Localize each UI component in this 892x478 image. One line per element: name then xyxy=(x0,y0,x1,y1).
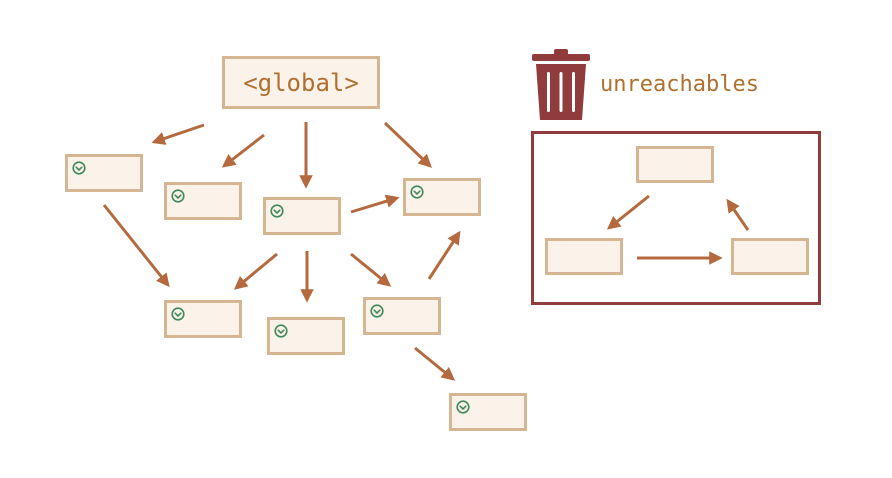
edge-arrow xyxy=(427,230,461,280)
reachable-node-7 xyxy=(363,297,441,335)
edge-arrow xyxy=(383,121,432,168)
reachable-node-5 xyxy=(164,300,242,338)
unreachable-node-3 xyxy=(731,238,809,275)
reachable-node-1 xyxy=(65,154,143,192)
reachable-node-4 xyxy=(403,178,481,216)
check-circle-icon xyxy=(410,185,424,199)
edge-arrow xyxy=(221,133,265,168)
edge-arrow xyxy=(350,194,400,214)
global-node-label: <global> xyxy=(243,68,359,97)
reachable-node-6 xyxy=(267,317,345,355)
edge-arrow xyxy=(151,123,205,145)
check-circle-icon xyxy=(270,204,284,218)
check-circle-icon xyxy=(72,161,86,175)
reachable-node-3 xyxy=(263,197,341,235)
edge-arrow xyxy=(726,198,750,231)
reachable-node-2 xyxy=(164,182,242,220)
edge-arrow xyxy=(102,204,170,288)
check-circle-icon xyxy=(456,400,470,414)
check-circle-icon xyxy=(370,304,384,318)
edge-arrow xyxy=(414,346,456,381)
check-circle-icon xyxy=(274,324,288,338)
unreachable-node-2 xyxy=(545,238,623,275)
unreachable-zone xyxy=(531,131,821,305)
edge-arrow xyxy=(350,252,392,287)
unreachables-label: unreachables xyxy=(600,72,759,97)
check-circle-icon xyxy=(171,307,185,321)
trash-icon xyxy=(532,49,590,120)
global-node: <global> xyxy=(222,56,380,109)
edge-arrow xyxy=(606,194,650,230)
check-circle-icon xyxy=(171,189,185,203)
unreachable-node-1 xyxy=(636,146,714,183)
edge-arrow xyxy=(233,252,278,290)
reachable-node-8 xyxy=(449,393,527,431)
